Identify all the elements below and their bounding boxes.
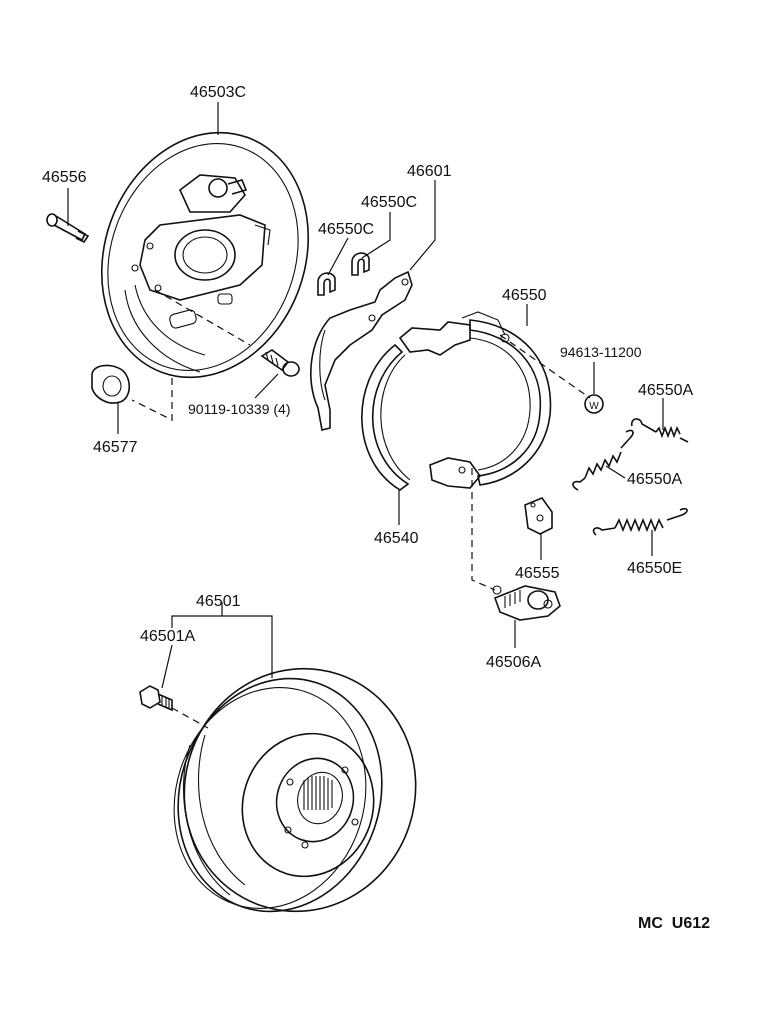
spring-46550a-lower-drawing: [572, 429, 634, 491]
part-labels: 46503C 46556 46577 90119-10339 (4) 46550…: [42, 84, 710, 932]
brake-drum-drawing: [173, 667, 417, 913]
backing-plate-drawing: [100, 131, 310, 379]
bolt-46556-drawing: [46, 213, 90, 244]
label-46550: 46550: [502, 287, 547, 304]
label-46540: 46540: [374, 530, 419, 547]
leader-lines: [67, 102, 664, 689]
label-46550c-b: 46550C: [361, 194, 417, 211]
label-46555: 46555: [515, 565, 560, 582]
label-46550a-lower: 46550A: [627, 471, 682, 488]
brake-shoe-drawing: [361, 311, 552, 491]
label-46501a: 46501A: [140, 628, 195, 645]
stud-46501a-drawing: [139, 685, 173, 712]
adjuster-46506a-drawing: [492, 585, 561, 621]
label-46601: 46601: [407, 163, 452, 180]
plug-46577-drawing: [91, 364, 131, 404]
label-46577: 46577: [93, 439, 138, 456]
washer-drawing: W: [584, 394, 604, 414]
label-94613-11200: 94613-11200: [560, 344, 642, 360]
label-46550a-upper: 46550A: [638, 382, 693, 399]
assembly-dashed-lines: [131, 289, 591, 729]
diagram-code: MC U612: [638, 915, 710, 932]
strut-46555-drawing: [524, 497, 553, 535]
clip-46550c-drawing: [317, 252, 370, 296]
bolt-90119-drawing: [260, 349, 300, 377]
label-46550c-a: 46550C: [318, 221, 374, 238]
spring-46550a-upper-drawing: [630, 418, 689, 443]
lever-46601-drawing: [310, 270, 413, 431]
label-46506a: 46506A: [486, 654, 541, 671]
label-90119-10339: 90119-10339 (4): [188, 401, 290, 417]
label-46503c: 46503C: [190, 84, 246, 101]
label-46556: 46556: [42, 169, 87, 186]
label-46501: 46501: [196, 593, 241, 610]
label-46550e: 46550E: [627, 560, 682, 577]
spring-46550e-drawing: [592, 507, 688, 536]
washer-mark-text: W: [589, 401, 599, 412]
